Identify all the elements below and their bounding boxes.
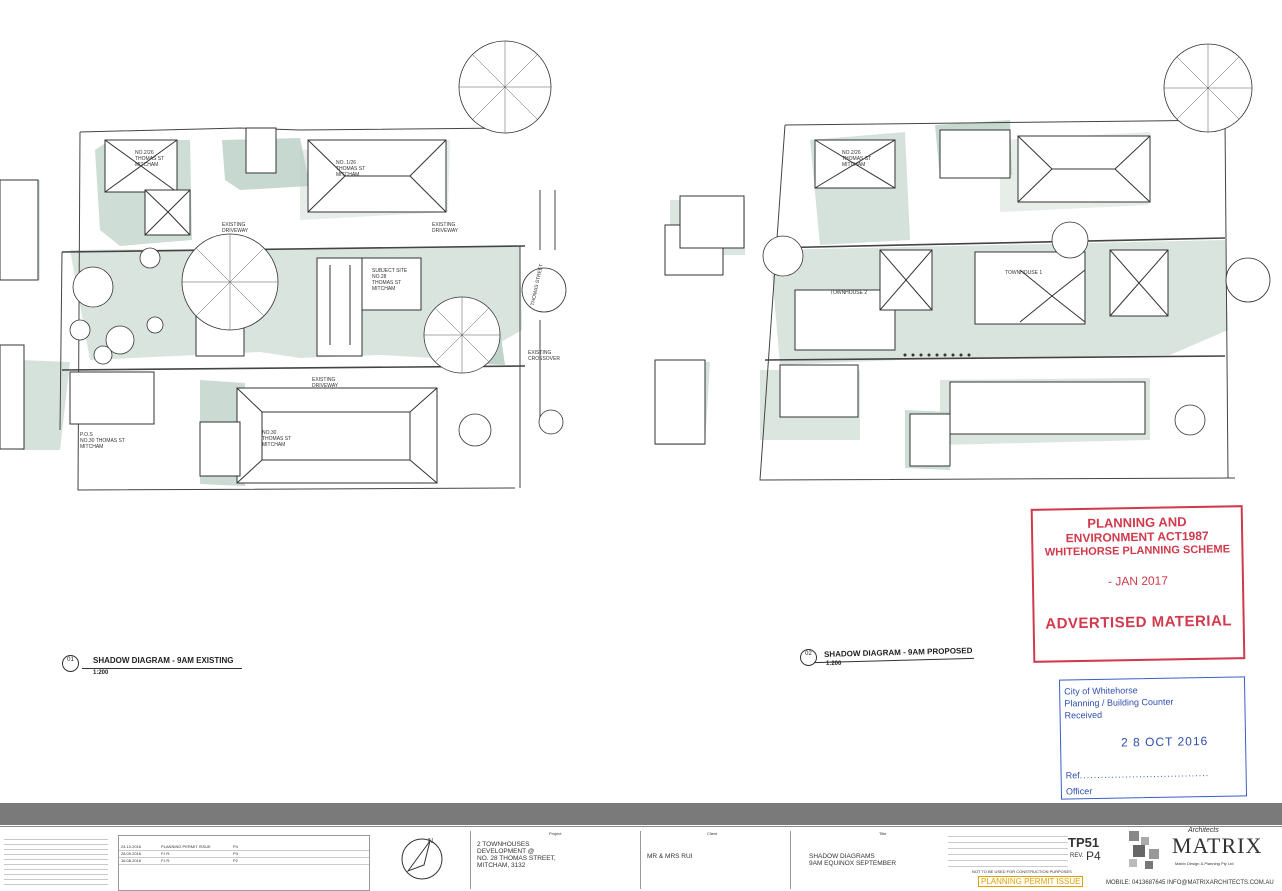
project-cell: Project 2 TOWNHOUSES DEVELOPMENT @ NO. 2… — [470, 831, 641, 889]
scan-band — [0, 803, 1282, 825]
stamp-line-4: ADVERTISED MATERIAL — [1045, 612, 1233, 633]
project-text: 2 TOWNHOUSES DEVELOPMENT @ NO. 28 THOMAS… — [477, 841, 556, 869]
stamp-org: City of Whitehorse — [1064, 685, 1138, 697]
client-heading: Client — [707, 831, 718, 836]
drawing-number-01: 01 — [62, 655, 79, 672]
drawing-scale-proposed: 1:200 — [826, 661, 842, 667]
revision-date: 16.08.2016 — [121, 858, 142, 863]
rev-value: P4 — [1086, 849, 1101, 863]
revision-no: P3 — [233, 851, 238, 856]
svg-text:N: N — [428, 838, 433, 845]
stamp-received-date: 2 8 OCT 2016 — [1120, 734, 1209, 750]
label-pos: P.O.S NO.30 THOMAS ST MITCHAM — [80, 432, 125, 450]
label-townhouse-1: TOWNHOUSE 1 — [1005, 270, 1043, 276]
stamp-line-3: WHITEHORSE PLANNING SCHEME — [1044, 543, 1231, 559]
client-cell: Client MR & MRS RUI — [640, 831, 791, 889]
drawing-number-02: 02 — [800, 649, 817, 666]
title-underline — [82, 668, 242, 669]
stamp-officer: Officer — [1065, 786, 1093, 797]
revision-desc: PLANNING PERMIT ISSUE — [161, 844, 211, 849]
title-cell: Title SHADOW DIAGRAMS 9AM EQUINOX SEPTEM… — [790, 831, 941, 889]
drawing-number: 02 — [805, 651, 812, 657]
drawing-title-proposed: SHADOW DIAGRAM - 9AM PROPOSED — [823, 646, 973, 659]
matrix-architects-logo — [1129, 831, 1159, 869]
firm-name: MATRIX — [1172, 833, 1263, 858]
label-subject-site: SUBJECT SITE NO.28 THOMAS ST MITCHAM — [372, 268, 408, 292]
plan-proposed — [654, 43, 1271, 481]
label-no-1-26: NO. 1/26 THOMAS ST MITCHAM — [336, 160, 366, 178]
title-text: SHADOW DIAGRAMS 9AM EQUINOX SEPTEMBER — [809, 853, 897, 867]
label-street: THOMAS STREET — [530, 263, 545, 307]
revision-row: 16.08.2016 F.I.R. P2 — [119, 858, 369, 865]
project-heading: Project — [549, 831, 562, 836]
label-townhouse-2: TOWNHOUSE 2 — [830, 290, 868, 296]
stamp-date: - JAN 2017 — [1107, 573, 1169, 589]
firm-architects: Architects — [1188, 827, 1219, 834]
rev-label: REV. — [1070, 853, 1084, 859]
stamp-dept: Planning / Building Counter — [1064, 696, 1174, 709]
revision-desc: F.I.R. — [161, 858, 171, 863]
not-for-construction: NOT TO BE USED FOR CONSTRUCTION PURPOSES — [972, 869, 1072, 874]
stamp-ref-label: Ref — [1065, 770, 1080, 781]
tree-spokes — [1164, 44, 1252, 132]
revision-date: 24.10.2016 — [121, 844, 142, 849]
sheet-number: TP51 — [1068, 835, 1100, 850]
stamp-ref: Ref..................................... — [1065, 768, 1210, 781]
revision-row: 24.10.2016 PLANNING PERMIT ISSUE P4 — [119, 844, 369, 851]
label-no-30: NO.30 THOMAS ST MITCHAM — [262, 430, 292, 448]
boundary-posts — [903, 353, 971, 357]
label-crossover: EXISTING CROSSOVER — [528, 350, 560, 362]
revision-no: P2 — [233, 858, 238, 863]
advertised-material-stamp: PLANNING AND ENVIRONMENT ACT1987 WHITEHO… — [1030, 505, 1246, 663]
firm-subtitle: Matrix Design & Planning Pty Ltd — [1175, 861, 1234, 866]
issue-badge: PLANNING PERMIT ISSUE — [978, 876, 1084, 887]
title-heading: Title — [879, 831, 887, 836]
revision-row: 28.09.2016 F.I.R. P3 — [119, 851, 369, 858]
firm-contact: MOBILE: 0413687645 INFO@MATRIXARCHITECTS… — [1106, 880, 1274, 886]
plan-existing — [0, 40, 567, 491]
drawing-title-existing: SHADOW DIAGRAM - 9AM EXISTING — [93, 656, 234, 665]
tree-spokes — [182, 41, 551, 373]
stamp-status: Received — [1064, 709, 1103, 721]
label-no-2-26: NO.2/26 THOMAS ST MITCHAM — [135, 150, 165, 168]
north-arrow-icon: N — [401, 838, 443, 880]
info-table — [948, 831, 1068, 869]
houses — [0, 127, 447, 484]
label-no-2-26: NO.2/26 THOMAS ST MITCHAM — [842, 150, 872, 168]
house-30 — [236, 387, 438, 484]
revision-date: 28.09.2016 — [121, 851, 142, 856]
label-driveway-1: EXISTING DRIVEWAY — [222, 222, 249, 234]
label-driveway-2: EXISTING DRIVEWAY — [432, 222, 459, 234]
townhouse-2 — [794, 289, 896, 351]
client-text: MR & MRS RUI — [647, 853, 693, 860]
revision-desc: F.I.R. — [161, 851, 171, 856]
plan-existing-labels: NO.2/26 THOMAS ST MITCHAM NO. 1/26 THOMA… — [0, 0, 640, 500]
townhouse-1 — [974, 251, 1086, 325]
label-driveway-3: EXISTING DRIVEWAY — [312, 377, 339, 389]
houses — [654, 129, 1169, 467]
received-stamp: City of Whitehorse Planning / Building C… — [1058, 676, 1248, 800]
disclaimer-text — [4, 835, 108, 887]
plan-proposed-labels: NO.2/26 THOMAS ST MITCHAM TOWNHOUSE 1 TO… — [640, 0, 1282, 500]
drawing-scale-existing: 1:200 — [93, 670, 109, 676]
drawing-number: 01 — [67, 657, 74, 663]
revision-no: P4 — [233, 844, 238, 849]
revisions-table: 24.10.2016 PLANNING PERMIT ISSUE P4 28.09.2… — [118, 835, 370, 891]
